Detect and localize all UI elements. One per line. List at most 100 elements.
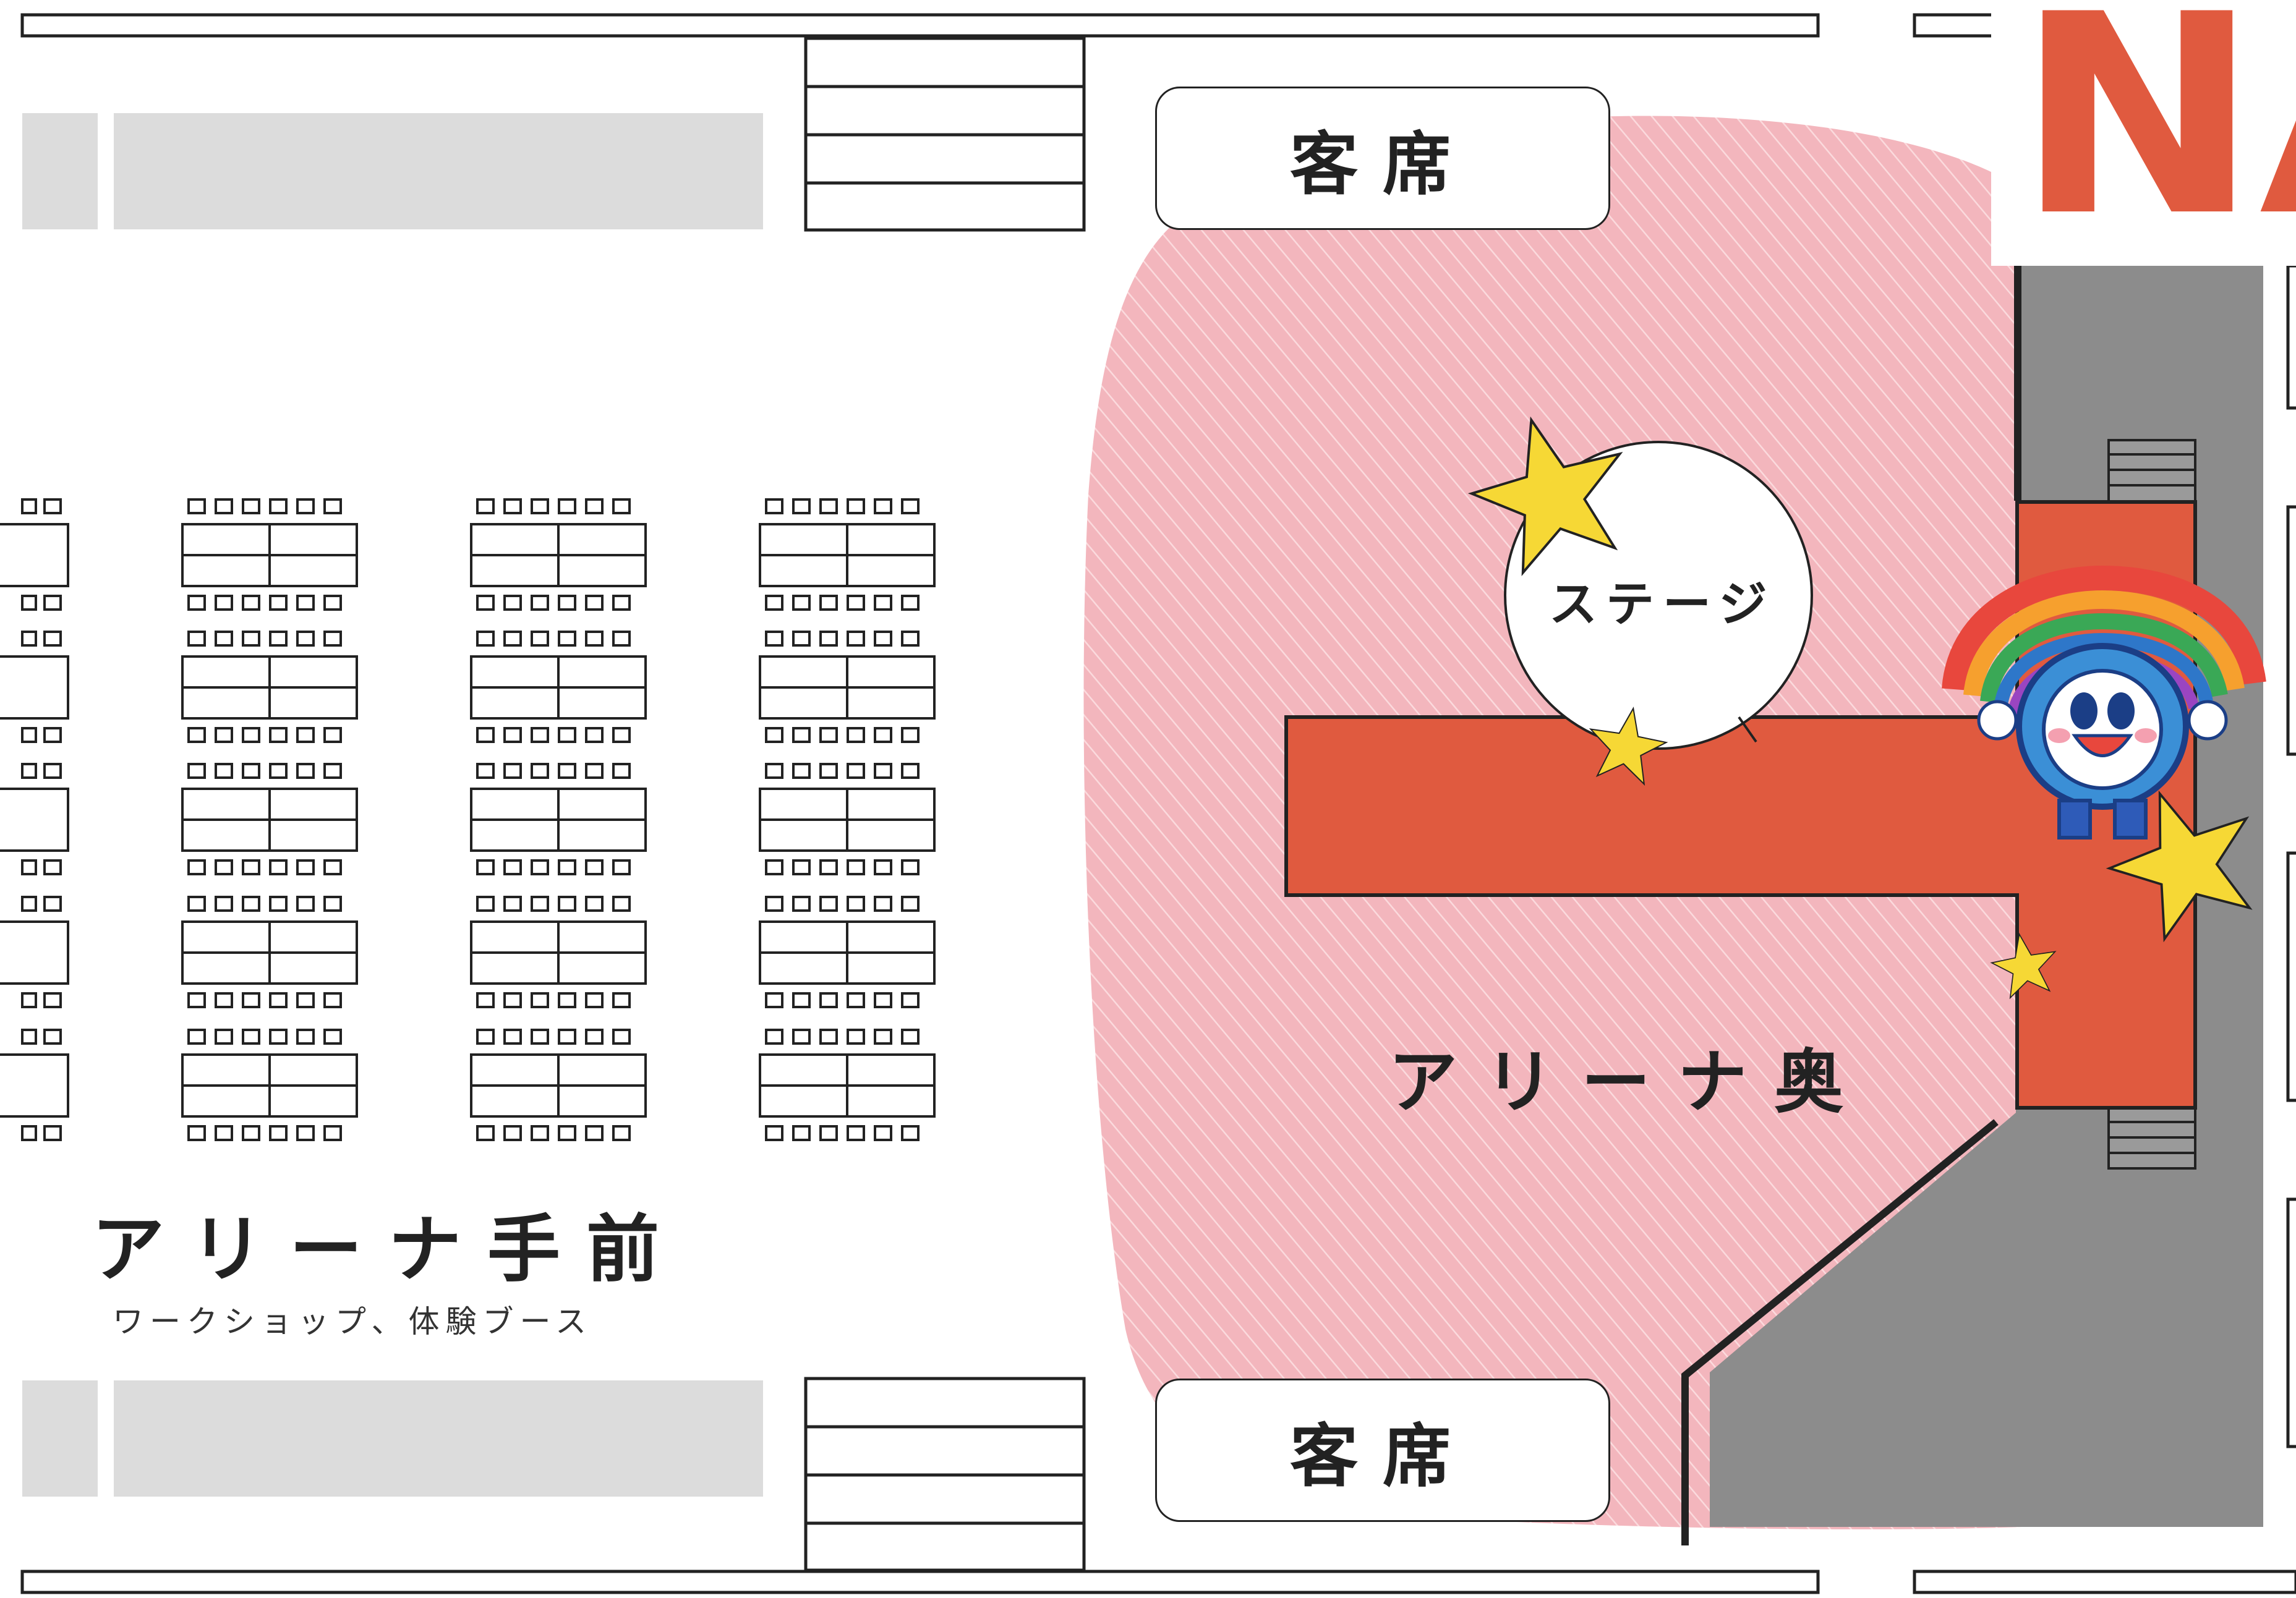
- chair: [901, 631, 920, 647]
- chair: [531, 498, 549, 514]
- chair: [43, 859, 62, 875]
- chair: [874, 727, 892, 743]
- chair: [819, 859, 838, 875]
- chair: [612, 896, 631, 912]
- chair: [765, 498, 783, 514]
- bleacher-top: [804, 36, 1086, 232]
- chair: [43, 896, 62, 912]
- chair: [901, 1029, 920, 1045]
- chair: [503, 631, 522, 647]
- chair: [269, 763, 288, 779]
- chair: [269, 1029, 288, 1045]
- chair: [819, 727, 838, 743]
- stairs-icon: [2107, 1105, 2196, 1170]
- chair: [21, 992, 37, 1008]
- chair: [476, 1125, 495, 1141]
- star-icon: [1990, 932, 2057, 1000]
- chair: [847, 727, 865, 743]
- chair: [21, 859, 37, 875]
- gray-block: [114, 113, 763, 229]
- chair: [765, 859, 783, 875]
- chair: [585, 727, 604, 743]
- chair: [874, 1125, 892, 1141]
- chair: [765, 896, 783, 912]
- chair: [215, 1125, 233, 1141]
- chair: [792, 631, 811, 647]
- chair: [847, 896, 865, 912]
- chair: [531, 763, 549, 779]
- star-icon: [2106, 790, 2253, 943]
- chair: [269, 595, 288, 611]
- chair: [215, 992, 233, 1008]
- chair: [765, 763, 783, 779]
- chair: [558, 1125, 576, 1141]
- chair: [43, 498, 62, 514]
- chair: [765, 595, 783, 611]
- chair: [242, 992, 260, 1008]
- chair: [242, 631, 260, 647]
- chair: [215, 498, 233, 514]
- chair: [847, 595, 865, 611]
- chair: [43, 595, 62, 611]
- chair: [323, 727, 342, 743]
- chair: [874, 763, 892, 779]
- chair: [187, 992, 206, 1008]
- corner-sign-text: NA: [2016, 0, 2296, 277]
- chair: [558, 763, 576, 779]
- chair: [242, 1125, 260, 1141]
- chair: [187, 595, 206, 611]
- chair: [43, 1029, 62, 1045]
- chair: [242, 727, 260, 743]
- chair: [612, 859, 631, 875]
- chair: [901, 859, 920, 875]
- chair: [215, 727, 233, 743]
- chair: [819, 595, 838, 611]
- seating-top-label: 客席: [1155, 87, 1610, 230]
- chair: [503, 1029, 522, 1045]
- chair: [187, 896, 206, 912]
- chair: [323, 992, 342, 1008]
- chair: [612, 763, 631, 779]
- chair: [43, 631, 62, 647]
- chair: [21, 595, 37, 611]
- gray-block: [22, 1380, 98, 1497]
- chair: [43, 992, 62, 1008]
- chair: [901, 595, 920, 611]
- chair: [819, 992, 838, 1008]
- chair: [476, 763, 495, 779]
- chair: [558, 859, 576, 875]
- chair: [215, 1029, 233, 1045]
- chair: [503, 859, 522, 875]
- chair: [503, 595, 522, 611]
- chair: [187, 631, 206, 647]
- side-doors: [2286, 264, 2296, 1448]
- chair: [765, 992, 783, 1008]
- chair: [901, 1125, 920, 1141]
- star-icon: [1467, 416, 1623, 576]
- table-icon: [0, 655, 69, 720]
- chair: [296, 896, 315, 912]
- chair: [874, 859, 892, 875]
- chair: [215, 631, 233, 647]
- chair: [819, 896, 838, 912]
- chair: [269, 992, 288, 1008]
- chair: [558, 992, 576, 1008]
- table-icon: [0, 920, 69, 985]
- chair: [874, 595, 892, 611]
- chair: [476, 727, 495, 743]
- chair: [43, 763, 62, 779]
- chair: [792, 763, 811, 779]
- chair: [476, 859, 495, 875]
- chair: [819, 498, 838, 514]
- chair: [531, 631, 549, 647]
- chair: [765, 631, 783, 647]
- chair: [612, 498, 631, 514]
- chair: [765, 727, 783, 743]
- chair: [612, 595, 631, 611]
- chair: [819, 631, 838, 647]
- chair: [21, 727, 37, 743]
- chair: [819, 763, 838, 779]
- chair: [21, 1125, 37, 1141]
- gray-block: [114, 1380, 763, 1497]
